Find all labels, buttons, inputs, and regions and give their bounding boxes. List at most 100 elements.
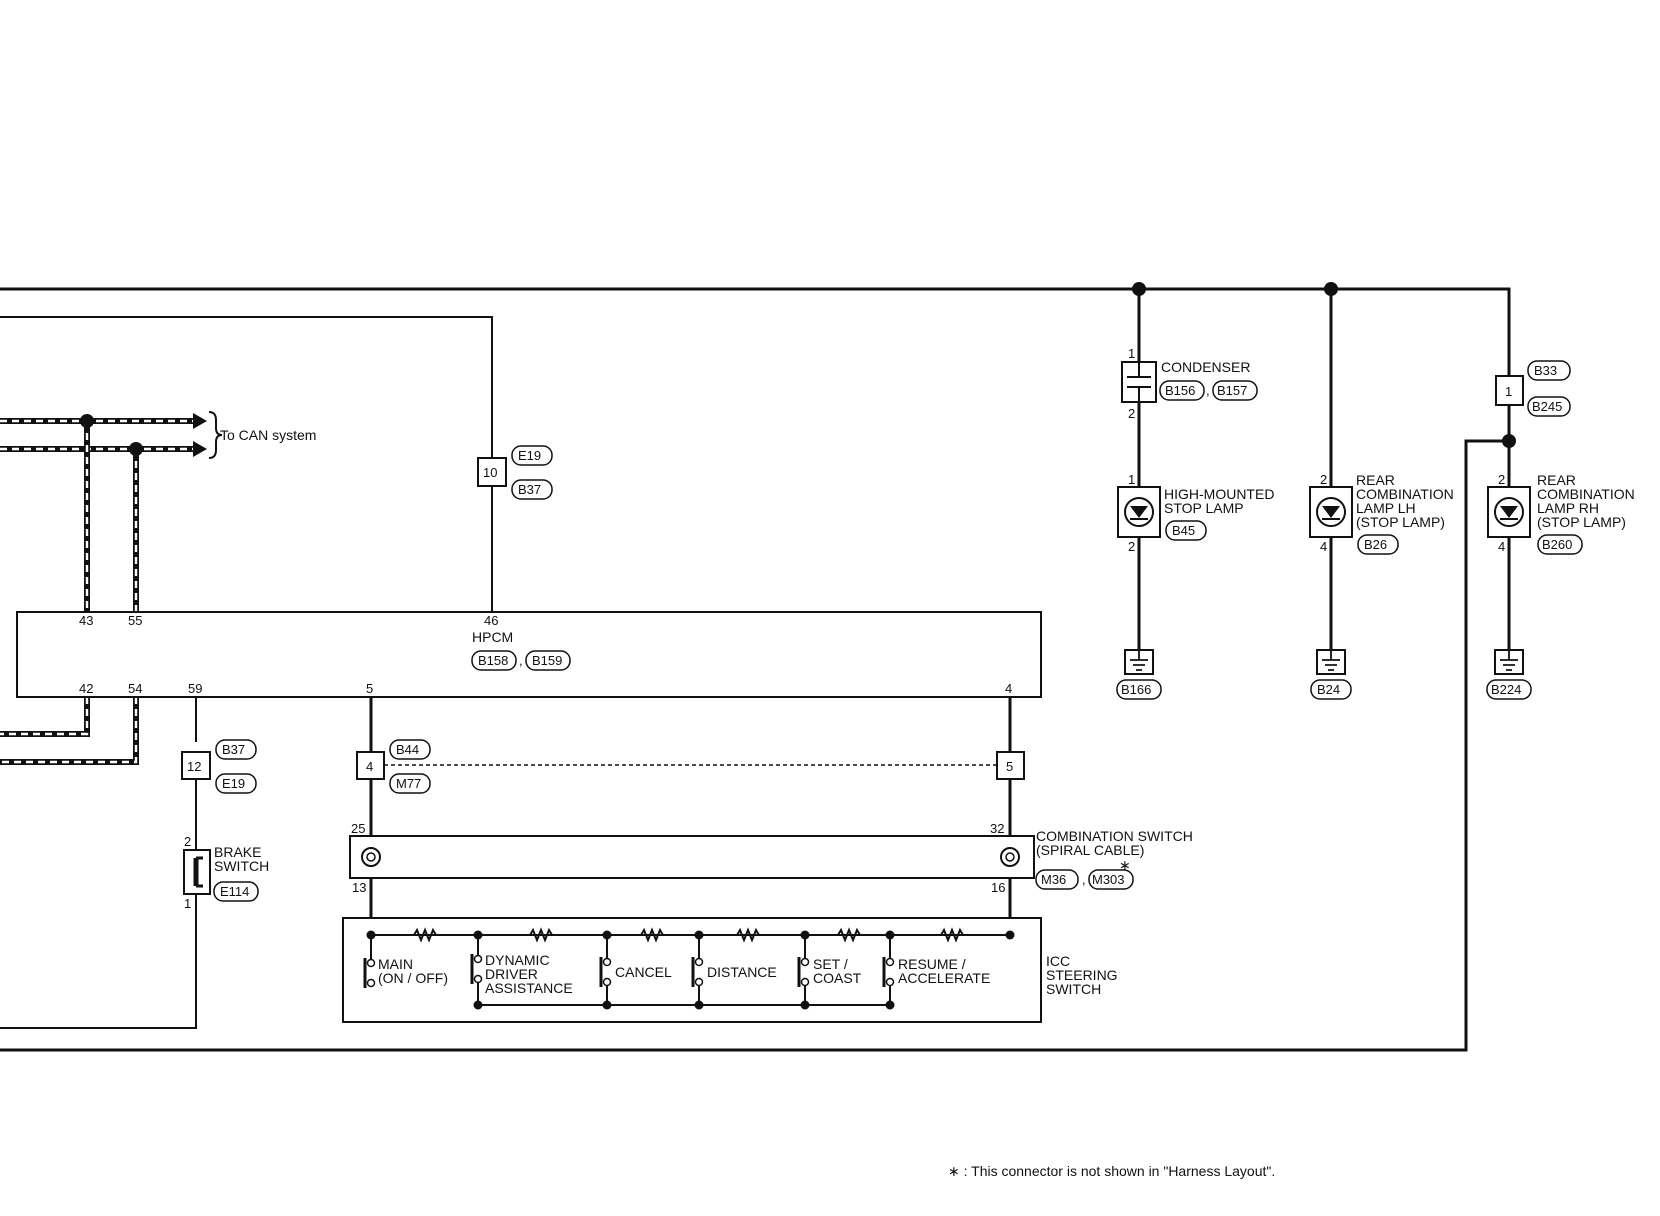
svg-text:COMBINATION: COMBINATION bbox=[1356, 486, 1454, 502]
rear-combination-lamp-lh: 2 4 REAR COMBINATION LAMP LH (STOP LAMP)… bbox=[1309, 472, 1454, 555]
icc-button-main: MAIN (ON / OFF) bbox=[363, 935, 448, 988]
svg-text:M303: M303 bbox=[1092, 872, 1125, 887]
svg-text:COMBINATION: COMBINATION bbox=[1537, 486, 1635, 502]
svg-text:∗: ∗ bbox=[1119, 857, 1131, 873]
high-mounted-stop-lamp: 1 2 HIGH-MOUNTED STOP LAMP B45 bbox=[1117, 472, 1274, 554]
svg-text:2: 2 bbox=[1498, 472, 1505, 487]
svg-text:4: 4 bbox=[1498, 539, 1505, 554]
hpcm-pin-43: 43 bbox=[79, 613, 93, 628]
svg-text:BRAKE: BRAKE bbox=[214, 844, 261, 860]
condenser-label: CONDENSER bbox=[1161, 359, 1250, 375]
can-lines: To CAN system bbox=[0, 411, 316, 765]
svg-text:2: 2 bbox=[1128, 539, 1135, 554]
svg-text:B157: B157 bbox=[1217, 383, 1247, 398]
svg-text:,: , bbox=[519, 653, 523, 668]
ground-b24: B24 bbox=[1310, 649, 1352, 700]
hpcm-connector-b158: B158 bbox=[478, 653, 508, 668]
svg-text:13: 13 bbox=[352, 880, 366, 895]
svg-text:10: 10 bbox=[483, 465, 497, 480]
svg-text:SET /: SET / bbox=[813, 956, 848, 972]
svg-text:E114: E114 bbox=[220, 884, 249, 899]
icc-button-set-coast: SET / COAST bbox=[797, 935, 862, 1005]
svg-text:B166: B166 bbox=[1121, 682, 1151, 697]
svg-text:5: 5 bbox=[1006, 759, 1013, 774]
svg-text:B33: B33 bbox=[1534, 363, 1557, 378]
svg-text:2: 2 bbox=[1320, 472, 1327, 487]
hpcm-pin-46: 46 bbox=[484, 613, 498, 628]
svg-text:,: , bbox=[1082, 872, 1086, 887]
condenser: 1 2 CONDENSER B156 , B157 bbox=[1121, 346, 1258, 421]
hpcm-label: HPCM bbox=[472, 629, 513, 645]
icc-button-cancel: CANCEL bbox=[599, 935, 672, 1005]
svg-text:MAIN: MAIN bbox=[378, 956, 413, 972]
icc-steering-switch: MAIN (ON / OFF) DYNAMIC DRIVER ASSISTANC… bbox=[342, 917, 1118, 1023]
icc-label-1: ICC bbox=[1046, 953, 1070, 969]
svg-text:12: 12 bbox=[187, 759, 201, 774]
footnote: ∗ : This connector is not shown in "Harn… bbox=[948, 1163, 1275, 1179]
svg-text:COMBINATION SWITCH: COMBINATION SWITCH bbox=[1036, 828, 1193, 844]
junction-4: 4 B44 M77 bbox=[356, 739, 431, 794]
svg-text:STOP LAMP: STOP LAMP bbox=[1164, 500, 1244, 516]
svg-text:2: 2 bbox=[184, 834, 191, 849]
combination-switch: 25 32 13 16 COMBINATION SWITCH (SPIRAL C… bbox=[349, 821, 1193, 895]
ground-b224: B224 bbox=[1486, 649, 1532, 700]
svg-text:M36: M36 bbox=[1041, 872, 1066, 887]
hpcm-pin-59: 59 bbox=[188, 681, 202, 696]
svg-text:B24: B24 bbox=[1317, 682, 1340, 697]
svg-text:ACCELERATE: ACCELERATE bbox=[898, 970, 990, 986]
svg-text:B44: B44 bbox=[396, 742, 419, 757]
svg-text:REAR: REAR bbox=[1356, 472, 1395, 488]
can-system-label: To CAN system bbox=[220, 427, 316, 443]
svg-text:B45: B45 bbox=[1172, 523, 1195, 538]
hpcm-module: 43 55 46 HPCM B158 , B159 42 54 59 5 4 bbox=[16, 611, 1042, 698]
junction-12: 12 B37 E19 bbox=[181, 739, 257, 794]
svg-text:COAST: COAST bbox=[813, 970, 862, 986]
icc-button-distance: DISTANCE bbox=[691, 935, 777, 1005]
brake-switch: 2 1 BRAKE SWITCH E114 bbox=[183, 834, 269, 911]
svg-text:2: 2 bbox=[1128, 406, 1135, 421]
hpcm-connector-b159: B159 bbox=[532, 653, 562, 668]
svg-text:B26: B26 bbox=[1364, 537, 1387, 552]
hpcm-pin-42: 42 bbox=[79, 681, 93, 696]
rear-combination-lamp-rh: 2 4 REAR COMBINATION LAMP RH (STOP LAMP)… bbox=[1487, 472, 1635, 555]
junction-1: 1 B33 B245 bbox=[1495, 360, 1571, 417]
svg-text:16: 16 bbox=[991, 880, 1005, 895]
svg-text:B156: B156 bbox=[1165, 383, 1195, 398]
icc-label-2: STEERING bbox=[1046, 967, 1118, 983]
svg-text:E19: E19 bbox=[222, 776, 245, 791]
svg-text:SWITCH: SWITCH bbox=[214, 858, 269, 874]
svg-text:M77: M77 bbox=[396, 776, 421, 791]
svg-text:ASSISTANCE: ASSISTANCE bbox=[485, 980, 573, 996]
svg-text:DRIVER: DRIVER bbox=[485, 966, 538, 982]
svg-text:(STOP LAMP): (STOP LAMP) bbox=[1356, 514, 1445, 530]
svg-text:DYNAMIC: DYNAMIC bbox=[485, 952, 550, 968]
hpcm-pin-55: 55 bbox=[128, 613, 142, 628]
ground-b166: B166 bbox=[1116, 649, 1162, 700]
svg-text:E19: E19 bbox=[518, 448, 541, 463]
svg-text:B224: B224 bbox=[1491, 682, 1521, 697]
icc-button-resume-accelerate: RESUME / ACCELERATE bbox=[882, 935, 990, 1005]
svg-text:CANCEL: CANCEL bbox=[615, 964, 672, 980]
svg-text:25: 25 bbox=[351, 821, 365, 836]
icc-label-3: SWITCH bbox=[1046, 981, 1101, 997]
svg-text:B37: B37 bbox=[518, 482, 541, 497]
svg-text:1: 1 bbox=[1128, 346, 1135, 361]
hpcm-pin-5: 5 bbox=[366, 681, 373, 696]
svg-text:(SPIRAL CABLE): (SPIRAL CABLE) bbox=[1036, 842, 1144, 858]
svg-text:(STOP LAMP): (STOP LAMP) bbox=[1537, 514, 1626, 530]
svg-text:32: 32 bbox=[990, 821, 1004, 836]
svg-text:4: 4 bbox=[366, 759, 373, 774]
svg-text:1: 1 bbox=[1505, 384, 1512, 399]
hpcm-pin-4: 4 bbox=[1005, 681, 1012, 696]
svg-text:4: 4 bbox=[1320, 539, 1327, 554]
svg-text:LAMP LH: LAMP LH bbox=[1356, 500, 1416, 516]
svg-text:REAR: REAR bbox=[1537, 472, 1576, 488]
icc-button-dynamic-driver-assistance: DYNAMIC DRIVER ASSISTANCE bbox=[470, 935, 573, 1005]
svg-text:DISTANCE: DISTANCE bbox=[707, 964, 777, 980]
svg-text:1: 1 bbox=[184, 896, 191, 911]
junction-10: 10 E19 B37 bbox=[477, 445, 553, 500]
svg-text:B245: B245 bbox=[1532, 399, 1562, 414]
svg-text:,: , bbox=[1206, 383, 1210, 398]
svg-text:RESUME /: RESUME / bbox=[898, 956, 966, 972]
